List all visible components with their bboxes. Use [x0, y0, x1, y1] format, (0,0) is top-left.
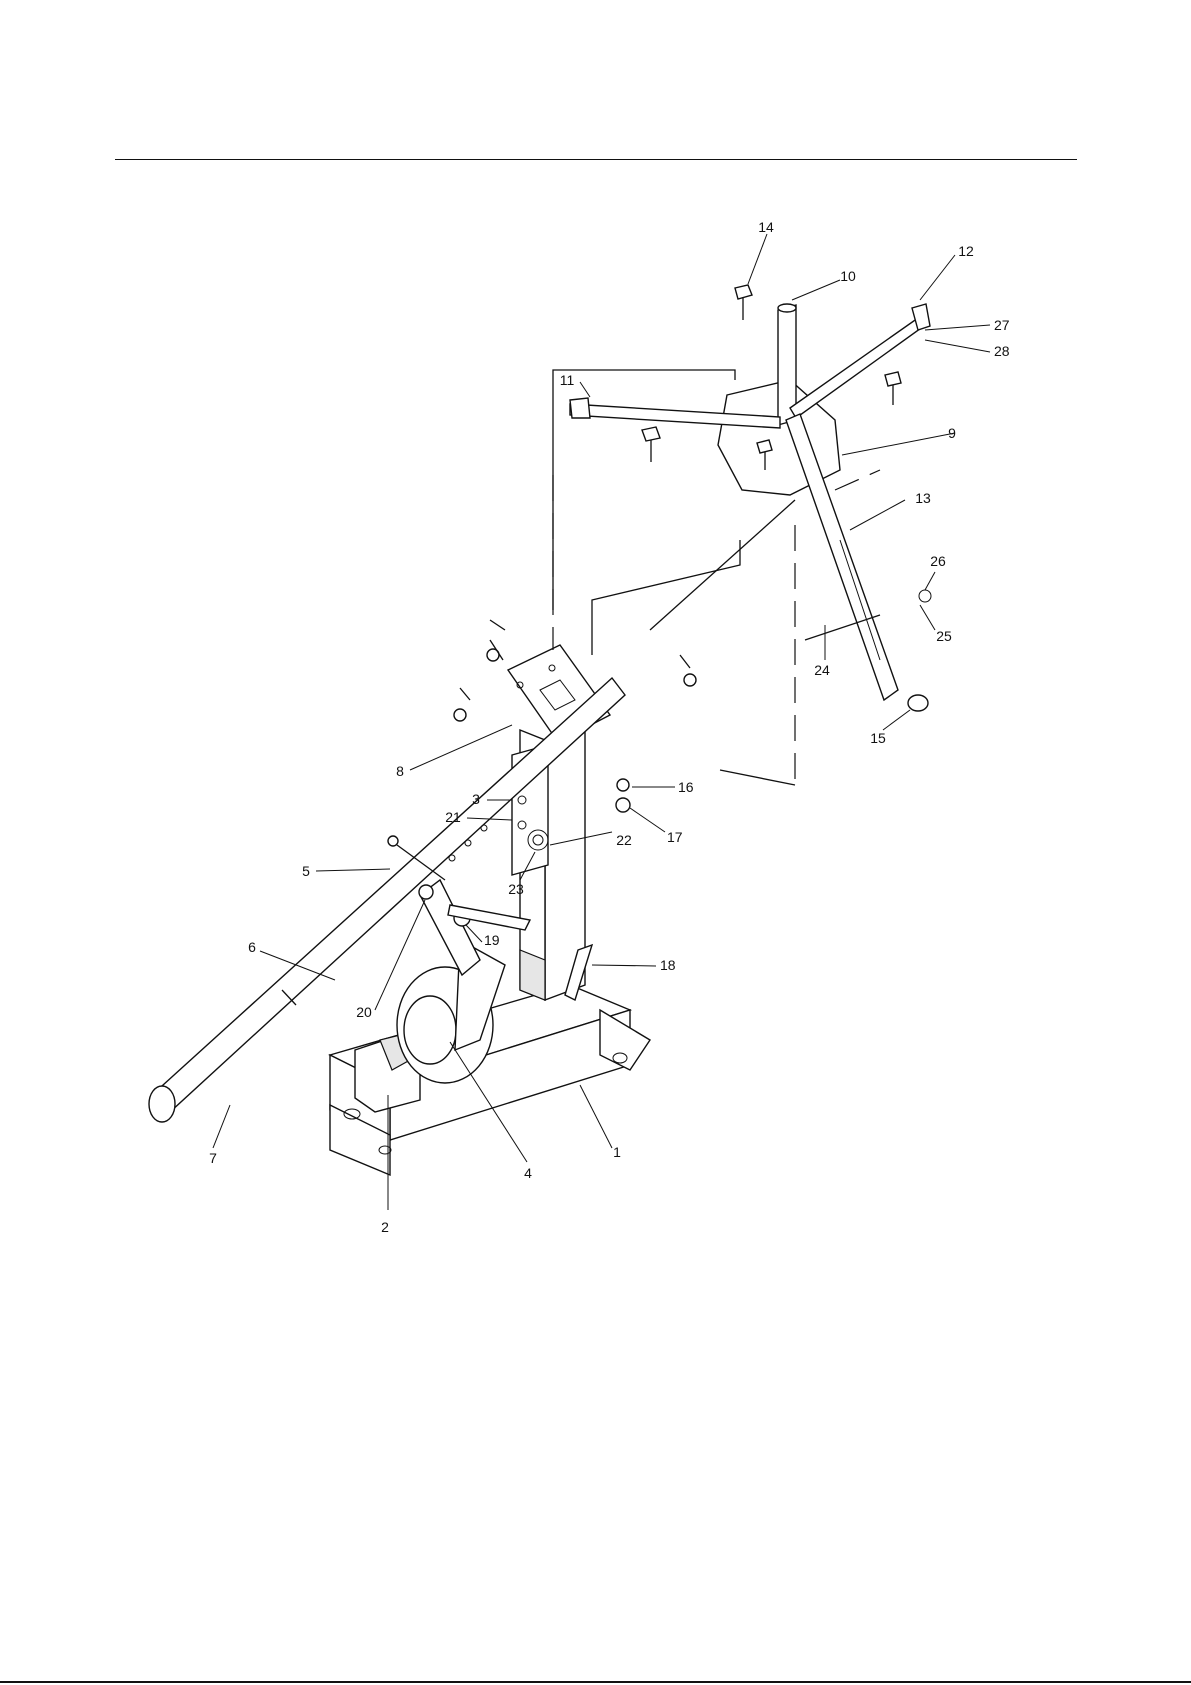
callout-2: 2 — [381, 1219, 389, 1235]
callout-8: 8 — [396, 763, 404, 779]
callout-10: 10 — [840, 268, 856, 284]
callout-20: 20 — [356, 1004, 372, 1020]
callout-23: 23 — [508, 881, 524, 897]
callout-22: 22 — [616, 832, 632, 848]
callout-1: 1 — [613, 1144, 621, 1160]
callout-6: 6 — [248, 939, 256, 955]
callout-21: 21 — [445, 809, 461, 825]
callout-11: 11 — [560, 372, 575, 388]
callout-14: 14 — [758, 219, 774, 235]
callout-27: 27 — [994, 317, 1010, 333]
callout-17: 17 — [667, 829, 683, 845]
callout-16: 16 — [678, 779, 694, 795]
callout-7: 7 — [209, 1150, 217, 1166]
callout-12: 12 — [958, 243, 974, 259]
callout-4: 4 — [524, 1165, 532, 1181]
footer-rule — [0, 1681, 1191, 1683]
callout-18: 18 — [660, 957, 676, 973]
callout-24: 24 — [814, 662, 830, 678]
callout-3: 3 — [472, 791, 480, 807]
callout-labels: 1 2 3 4 5 6 7 8 9 10 11 12 13 14 15 16 1… — [209, 219, 1010, 1235]
callout-13: 13 — [915, 490, 931, 506]
callout-19: 19 — [484, 932, 500, 948]
callout-9: 9 — [948, 425, 956, 441]
callout-26: 26 — [930, 553, 946, 569]
callout-15: 15 — [870, 730, 886, 746]
upper-turret-assembly — [570, 285, 931, 711]
callout-25: 25 — [936, 628, 952, 644]
callout-5: 5 — [302, 863, 310, 879]
callout-28: 28 — [994, 343, 1010, 359]
